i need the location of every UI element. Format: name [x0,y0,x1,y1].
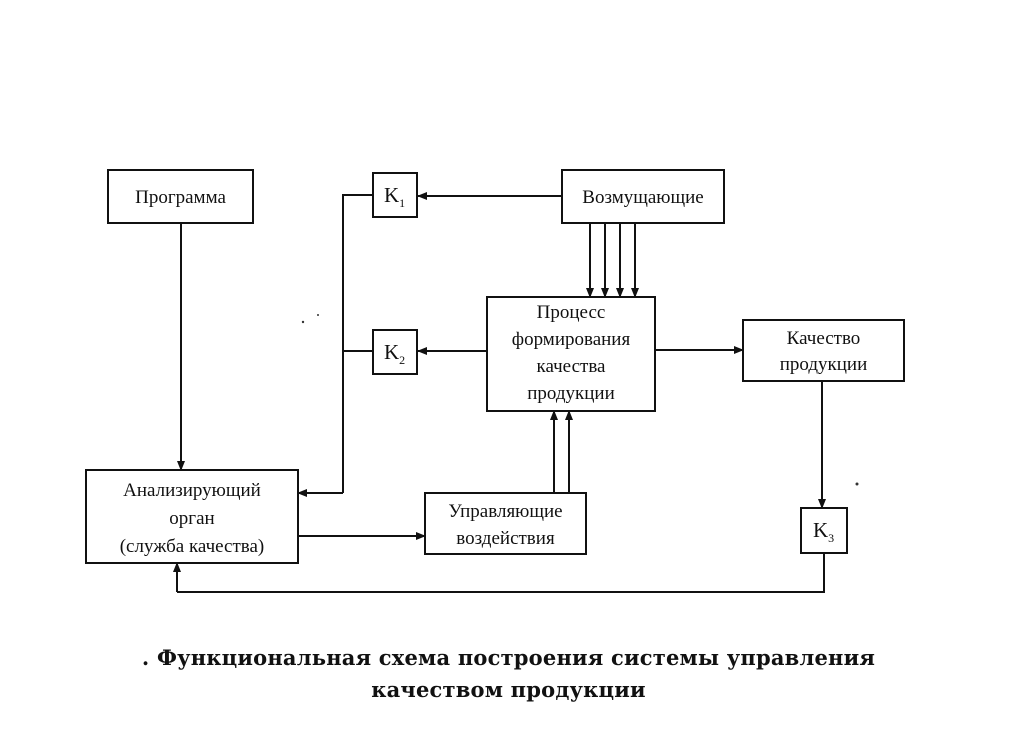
line-k1-feedback [342,194,373,493]
analyzer-label-2: орган [169,508,214,529]
scan-speck [855,482,859,486]
process-label-1: Процесс [537,302,606,323]
caption-prefix: . [141,645,150,670]
line-k3-feedback [177,553,825,593]
functional-diagram: Программа K1 Возмущающие K2 Процесс форм… [85,169,905,593]
connectors [173,192,826,593]
sensor-k3: K3 [800,507,848,554]
sensor-k2: K2 [372,329,418,375]
caption-text-2: качеством продукции [371,677,646,702]
process-label-2: формирования [512,329,631,350]
control-label-2: воздействия [456,528,555,549]
scan-speck [301,320,305,324]
caption-text-1: Функциональная схема построения системы … [156,645,876,670]
quality-block: Качество продукции [742,319,905,382]
control-label-1: Управляющие [448,501,562,522]
figure-caption-line-1: . Функциональная схема построения систем… [0,645,1017,670]
control-block: Управляющие воздействия [424,492,587,555]
scan-speck [317,314,319,316]
analyzer-label-1: Анализирующий [123,480,261,501]
analyzer-label-3: (служба качества) [120,536,265,557]
program-block: Программа [107,169,254,224]
program-label: Программа [135,187,226,208]
disturbing-block: Возмущающие [561,169,725,224]
disturbing-label: Возмущающие [582,187,703,208]
process-block: Процесс формирования качества продукции [486,296,656,412]
process-label-4: продукции [527,383,615,404]
quality-label-1: Качество [787,328,861,349]
k3-label: K3 [813,518,834,545]
k1-label: K1 [384,183,405,210]
process-label-3: качества [537,356,607,377]
k2-label: K2 [384,340,405,367]
figure-caption-line-2: качеством продукции [0,677,1017,702]
quality-label-2: продукции [780,354,868,375]
analyzer-block: Анализирующий орган (служба качества) [85,469,299,564]
sensor-k1: K1 [372,172,418,218]
